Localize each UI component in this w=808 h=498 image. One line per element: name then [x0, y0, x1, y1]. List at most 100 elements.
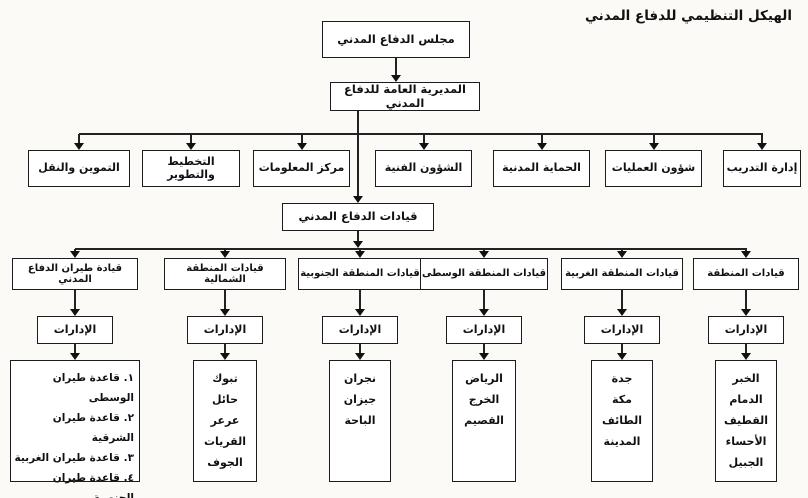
- admin-box-southern: الإدارات: [322, 316, 398, 344]
- connector-hline: [79, 133, 763, 135]
- connector-vline: [357, 231, 359, 241]
- arrow-down: [479, 309, 489, 316]
- units-box-northern: تبوك حائل عرعر القريات الجوف: [193, 360, 257, 482]
- unit-item: الأحساء: [725, 435, 767, 448]
- unit-item: الطائف: [602, 414, 642, 427]
- arrow-down: [74, 143, 84, 150]
- unit-item: القصيم: [464, 414, 504, 427]
- unit-item: تبوك: [212, 372, 238, 385]
- region-central: قيادات المنطقة الوسطى: [420, 258, 548, 290]
- connector-vline: [359, 344, 361, 353]
- arrow-down: [220, 309, 230, 316]
- arrow-down: [355, 309, 365, 316]
- dept-training-admin: إدارة التدريب: [723, 150, 801, 187]
- connector-vline: [761, 134, 763, 143]
- connector-vline: [423, 134, 425, 143]
- node-directorate: المديرية العامة للدفاع المدني: [330, 82, 480, 111]
- connector-vline: [74, 344, 76, 353]
- dept-technical-affairs: الشؤون الفنية: [375, 150, 472, 187]
- connector-vline: [74, 290, 76, 309]
- arrow-down: [220, 353, 230, 360]
- arrow-down: [297, 143, 307, 150]
- unit-item: عرعر: [210, 414, 240, 427]
- region-northern: قيادات المنطقة الشمالية: [164, 258, 286, 290]
- unit-item: مكة: [612, 393, 632, 406]
- connector-vline: [224, 290, 226, 309]
- dept-civil-protection: الحماية المدنية: [493, 150, 590, 187]
- unit-item: ٢. قاعدة طيران الشرقية: [52, 412, 134, 444]
- unit-item: الرياض: [465, 372, 503, 385]
- arrow-down: [353, 241, 363, 248]
- unit-item: المدينة: [603, 435, 641, 448]
- region-eastern: قيادات المنطقة: [693, 258, 799, 290]
- region-western: قيادات المنطقة الغربية: [561, 258, 683, 290]
- connector-vline: [483, 249, 485, 252]
- unit-item: ٣. قاعدة طيران الغربية: [14, 452, 135, 464]
- unit-item: الجبيل: [728, 456, 764, 469]
- units-box-central: الرياض الخرج القصيم: [452, 360, 516, 482]
- connector-vline: [301, 134, 303, 143]
- dept-operations-affairs: شؤون العمليات: [605, 150, 702, 187]
- arrow-down: [479, 353, 489, 360]
- connector-vline: [745, 344, 747, 353]
- unit-item: نجران: [343, 372, 377, 385]
- units-box-southern: نجران جيزان الباحة: [329, 360, 391, 482]
- unit-item: القطيف: [723, 414, 769, 427]
- unit-item: الباحة: [344, 414, 376, 427]
- connector-vline: [745, 249, 747, 252]
- connector-vline: [74, 249, 76, 252]
- arrow-down: [355, 251, 365, 258]
- dept-supply-transport: التموين والنقل: [28, 150, 130, 187]
- connector-vline: [78, 134, 80, 143]
- arrow-down: [70, 353, 80, 360]
- arrow-down: [355, 353, 365, 360]
- arrow-down: [741, 251, 751, 258]
- arrow-down: [479, 251, 489, 258]
- connector-vline: [357, 134, 359, 196]
- unit-item: جيزان: [343, 393, 377, 406]
- connector-vline: [357, 111, 359, 133]
- arrow-down: [741, 309, 751, 316]
- arrow-down: [353, 196, 363, 203]
- arrow-down: [617, 251, 627, 258]
- arrow-down: [419, 143, 429, 150]
- unit-item: ٤. قاعدة طيران الجنوبية: [52, 472, 134, 498]
- units-box-aviation: ١. قاعدة طيران الوسطى ٢. قاعدة طيران الش…: [10, 360, 140, 498]
- admin-box-eastern: الإدارات: [708, 316, 784, 344]
- arrow-down: [649, 143, 659, 150]
- arrow-down: [537, 143, 547, 150]
- unit-item: القريات: [204, 435, 246, 448]
- admin-box-western: الإدارات: [584, 316, 660, 344]
- connector-vline: [621, 249, 623, 252]
- connector-vline: [483, 290, 485, 309]
- node-council: مجلس الدفاع المدني: [322, 21, 470, 58]
- connector-vline: [190, 134, 192, 143]
- unit-item: الدمام: [729, 393, 763, 406]
- node-commands: قيادات الدفاع المدني: [282, 203, 434, 231]
- unit-item: ١. قاعدة طيران الوسطى: [52, 372, 134, 404]
- connector-hline: [75, 248, 747, 250]
- connector-vline: [359, 249, 361, 252]
- unit-item: جدة: [611, 372, 633, 385]
- region-southern: قيادات المنطقة الجنوبية: [298, 258, 422, 290]
- admin-box-central: الإدارات: [446, 316, 522, 344]
- page-title: الهيكل التنظيمي للدفاع المدني: [585, 8, 792, 24]
- units-box-eastern: الخبر الدمام القطيف الأحساء الجبيل: [715, 360, 777, 482]
- arrow-down: [186, 143, 196, 150]
- dept-planning-development: التخطيط والتطوير: [142, 150, 240, 187]
- connector-vline: [621, 290, 623, 309]
- arrow-down: [617, 353, 627, 360]
- connector-vline: [359, 290, 361, 309]
- arrow-down: [741, 353, 751, 360]
- admin-box-aviation: الإدارات: [37, 316, 113, 344]
- arrow-down: [70, 251, 80, 258]
- dept-information-center: مركز المعلومات: [253, 150, 350, 187]
- unit-item: الخبر: [732, 372, 760, 385]
- arrow-down: [220, 251, 230, 258]
- arrow-down: [617, 309, 627, 316]
- connector-vline: [653, 134, 655, 143]
- connector-vline: [745, 290, 747, 309]
- connector-vline: [395, 58, 397, 75]
- connector-vline: [541, 134, 543, 143]
